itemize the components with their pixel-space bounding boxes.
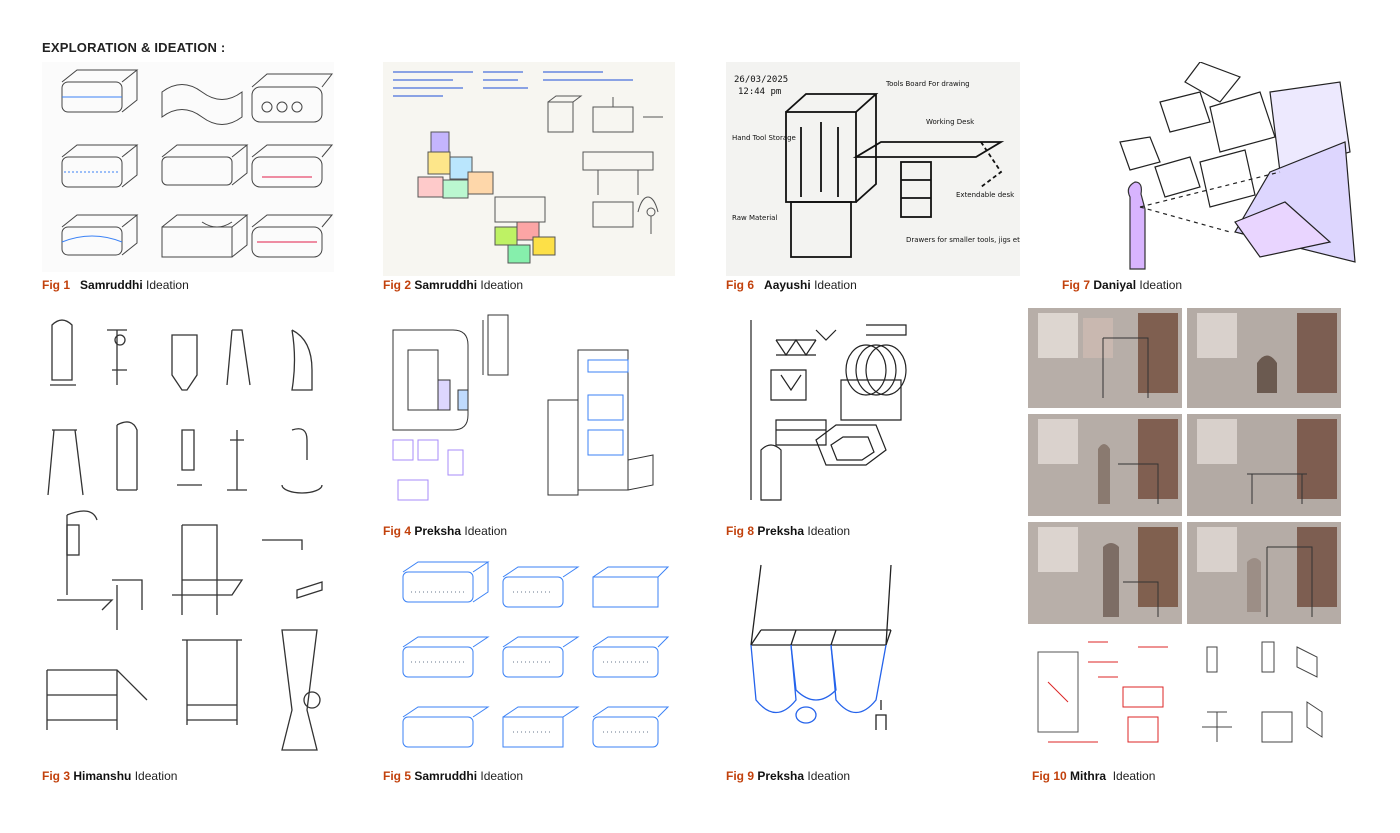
fig6-caption: Fig 6 Aayushi Ideation bbox=[726, 278, 857, 292]
fig10-photo-5 bbox=[1028, 522, 1182, 624]
fig-label: Ideation bbox=[807, 524, 851, 538]
fig8-sketch-sheet bbox=[736, 310, 970, 518]
fig-label: Ideation bbox=[1139, 278, 1183, 292]
fig2-cube-cluster bbox=[494, 196, 556, 264]
fig4-sketch-sheet bbox=[383, 310, 675, 518]
fig7-sketch-sheet bbox=[1100, 62, 1356, 276]
fig10-photo-6 bbox=[1187, 522, 1341, 624]
fig5-caption: Fig 5 Samruddhi Ideation bbox=[383, 769, 523, 783]
fig-number: Fig 8 bbox=[726, 524, 755, 538]
fig3-row1 bbox=[50, 319, 313, 391]
fig1-caption: Fig 1 Samruddhi Ideation bbox=[42, 278, 189, 292]
fig3-row2 bbox=[47, 421, 323, 496]
fig-author: Himanshu bbox=[73, 769, 132, 783]
fig1-sketch-sheet bbox=[42, 62, 334, 272]
fig10-sketch-1 bbox=[1028, 632, 1182, 764]
fig-number: Fig 10 bbox=[1032, 769, 1067, 783]
fig2-sketch-sheet bbox=[383, 62, 675, 276]
fig-label: Ideation bbox=[480, 278, 524, 292]
fig10-caption: Fig 10 Mithra Ideation bbox=[1032, 769, 1155, 783]
fig-author: Samruddhi bbox=[414, 278, 478, 292]
fig-label: Ideation bbox=[464, 524, 508, 538]
fig-author: Preksha bbox=[757, 769, 805, 783]
fig-number: Fig 6 bbox=[726, 278, 755, 292]
fig-label: Ideation bbox=[146, 278, 189, 292]
fig7-caption: Fig 7 Daniyal Ideation bbox=[1062, 278, 1182, 292]
fig10-sketch-2 bbox=[1187, 632, 1341, 764]
fig-number: Fig 7 bbox=[1062, 278, 1091, 292]
fig-label: Ideation bbox=[807, 769, 851, 783]
fig8-caption: Fig 8 Preksha Ideation bbox=[726, 524, 850, 538]
fig-author: Preksha bbox=[757, 524, 805, 538]
fig-author: Preksha bbox=[414, 524, 462, 538]
fig10-photo-3 bbox=[1028, 414, 1182, 516]
fig-author: Samruddhi bbox=[414, 769, 478, 783]
fig-number: Fig 5 bbox=[383, 769, 412, 783]
fig-label: Ideation bbox=[480, 769, 524, 783]
page-title: EXPLORATION & IDEATION : bbox=[42, 40, 226, 55]
fig-number: Fig 4 bbox=[383, 524, 412, 538]
fig5-sketch-sheet bbox=[383, 552, 675, 762]
fig4-caption: Fig 4 Preksha Ideation bbox=[383, 524, 507, 538]
fig-label: Ideation bbox=[134, 769, 178, 783]
fig9-sketch-sheet bbox=[736, 560, 904, 758]
fig6-note-raw: Raw Material bbox=[732, 214, 777, 222]
fig-author: Daniyal bbox=[1093, 278, 1137, 292]
fig6-sketch-sheet: 26/03/2025 12:44 pm Hand Tool Storage Ra… bbox=[726, 62, 1020, 276]
fig6-note-working-desk: Working Desk bbox=[926, 118, 975, 126]
fig-number: Fig 9 bbox=[726, 769, 755, 783]
fig6-date: 26/03/2025 bbox=[734, 75, 788, 85]
fig-number: Fig 3 bbox=[42, 769, 71, 783]
fig-label: Ideation bbox=[1112, 769, 1156, 783]
fig6-note-tools-board: Tools Board For drawing bbox=[885, 80, 970, 88]
fig10-photo-1 bbox=[1028, 308, 1182, 408]
fig3-row4 bbox=[46, 629, 321, 751]
fig2-block-cluster bbox=[417, 131, 494, 199]
fig3-caption: Fig 3 Himanshu Ideation bbox=[42, 769, 177, 783]
fig2-caption: Fig 2 Samruddhi Ideation bbox=[383, 278, 523, 292]
fig-author: Samruddhi bbox=[80, 278, 143, 292]
fig6-note-extendable: Extendable desk bbox=[956, 191, 1015, 199]
fig10-photo-2 bbox=[1187, 308, 1341, 408]
fig10-photo-4 bbox=[1187, 414, 1341, 516]
fig3-row3 bbox=[57, 510, 323, 630]
fig-number: Fig 1 bbox=[42, 278, 71, 292]
fig-author: Aayushi bbox=[764, 278, 811, 292]
fig-label: Ideation bbox=[814, 278, 857, 292]
fig6-note-drawers: Drawers for smaller tools, jigs etc. bbox=[906, 236, 1020, 244]
fig1-col1 bbox=[61, 69, 139, 256]
fig9-caption: Fig 9 Preksha Ideation bbox=[726, 769, 850, 783]
fig6-note-hand-tool: Hand Tool Storage bbox=[732, 134, 796, 142]
fig-number: Fig 2 bbox=[383, 278, 412, 292]
fig6-time: 12:44 pm bbox=[738, 87, 781, 97]
fig-author: Mithra bbox=[1070, 769, 1107, 783]
fig3-sketch-sheet bbox=[42, 310, 334, 758]
fig1-col3 bbox=[251, 73, 334, 258]
fig1-col2 bbox=[161, 84, 249, 258]
